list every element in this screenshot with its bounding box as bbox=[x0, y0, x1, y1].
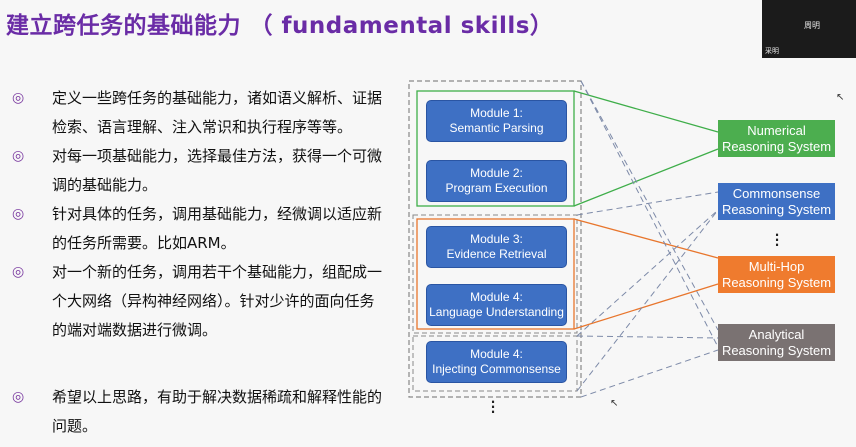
module-number: Module 3: bbox=[470, 232, 523, 247]
system-multihop-reasoning: Multi-Hop Reasoning System bbox=[718, 256, 835, 293]
module-number: Module 4: bbox=[470, 290, 523, 305]
module-name: Semantic Parsing bbox=[449, 121, 543, 136]
module-language-understanding: Module 4: Language Understanding bbox=[426, 284, 567, 326]
system-name: Multi-Hop bbox=[749, 259, 805, 275]
orange-link bbox=[574, 284, 718, 329]
module-number: Module 1: bbox=[470, 106, 523, 121]
module-evidence-retrieval: Module 3: Evidence Retrieval bbox=[426, 226, 567, 268]
green-link bbox=[574, 91, 718, 132]
system-subtitle: Reasoning System bbox=[722, 139, 831, 155]
system-subtitle: Reasoning System bbox=[722, 343, 831, 359]
participant-name: 周明 bbox=[804, 20, 820, 31]
module-number: Module 2: bbox=[470, 166, 523, 181]
system-subtitle: Reasoning System bbox=[722, 202, 831, 218]
system-name: Analytical bbox=[749, 327, 805, 343]
module-semantic-parsing: Module 1: Semantic Parsing bbox=[426, 100, 567, 142]
green-link bbox=[574, 149, 718, 206]
system-name: Numerical bbox=[747, 123, 806, 139]
system-name: Commonsense bbox=[733, 186, 820, 202]
more-systems-ellipsis: ··· bbox=[774, 233, 780, 248]
mouse-cursor-icon: ↖ bbox=[610, 398, 618, 409]
system-subtitle: Reasoning System bbox=[722, 275, 831, 291]
video-participant-tile[interactable]: 周明 采明 bbox=[762, 0, 856, 58]
module-program-execution: Module 2: Program Execution bbox=[426, 160, 567, 202]
participant-tile-label: 采明 bbox=[765, 46, 779, 56]
system-commonsense-reasoning: Commonsense Reasoning System bbox=[718, 183, 835, 220]
module-name: Program Execution bbox=[445, 181, 547, 196]
mouse-cursor-icon: ↖ bbox=[836, 92, 844, 103]
system-analytical-reasoning: Analytical Reasoning System bbox=[718, 324, 835, 361]
module-name: Language Understanding bbox=[429, 305, 564, 320]
module-name: Injecting Commonsense bbox=[432, 362, 561, 377]
module-name: Evidence Retrieval bbox=[446, 247, 546, 262]
module-injecting-commonsense: Module 4: Injecting Commonsense bbox=[426, 341, 567, 383]
module-number: Module 4: bbox=[470, 347, 523, 362]
more-modules-ellipsis: ··· bbox=[490, 400, 496, 415]
system-numerical-reasoning: Numerical Reasoning System bbox=[718, 120, 835, 157]
